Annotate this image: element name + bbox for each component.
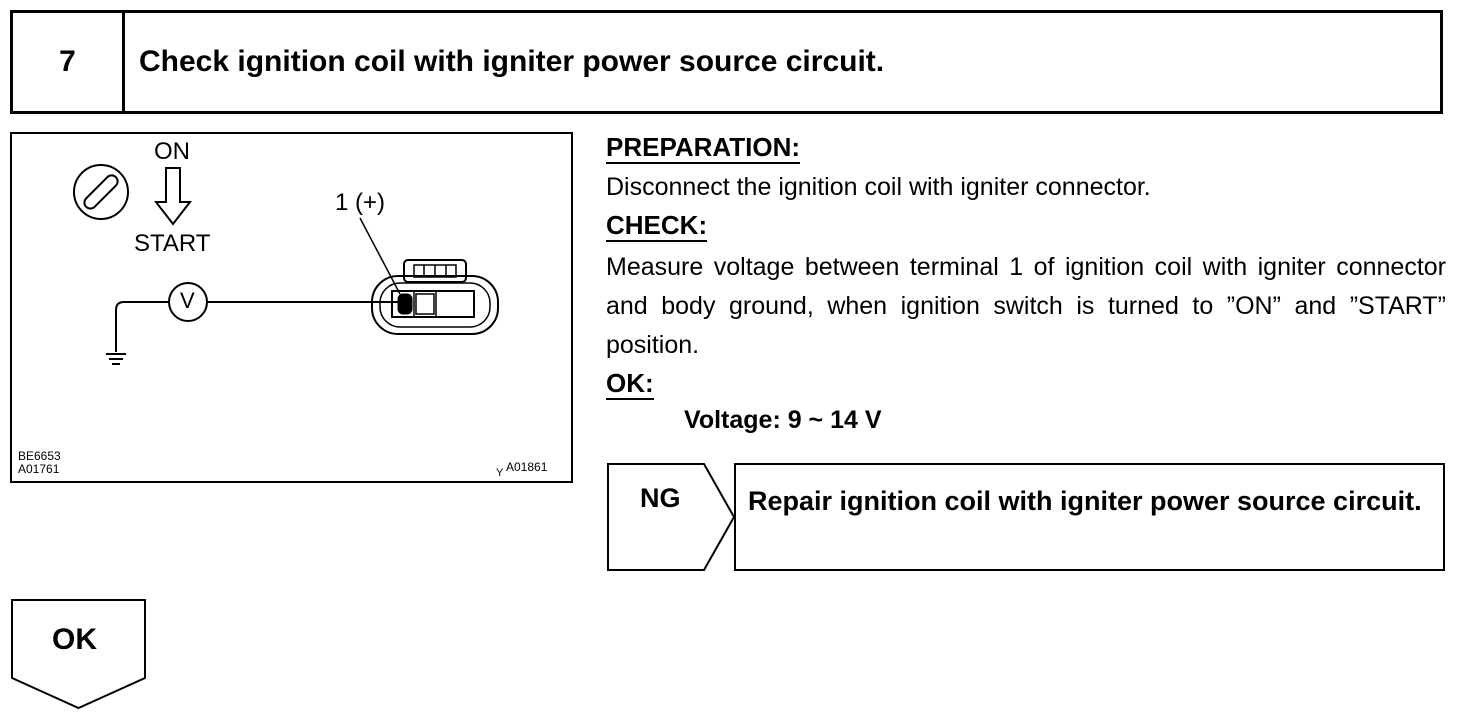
preparation-heading: PREPARATION: (606, 132, 801, 164)
figure-code-prefix: Y (496, 467, 504, 479)
figure-code-1: BE6653 (18, 449, 61, 463)
label-on: ON (154, 138, 190, 165)
ng-tag-shape (607, 463, 736, 571)
figure-code-3: A01861 (506, 460, 548, 474)
step-number: 7 (13, 13, 125, 111)
ignition-key-icon (73, 164, 129, 220)
voltage-spec: Voltage: 9 ~ 14 V (684, 406, 882, 434)
step-title: Check ignition coil with igniter power s… (139, 45, 885, 78)
ground-symbol-icon (106, 353, 126, 365)
ok-tag-shape (11, 599, 146, 710)
ng-action-box (734, 463, 1445, 571)
check-text: Measure voltage between terminal 1 of ig… (606, 253, 1446, 359)
wiring-figure: ON START 1 (+) V BE6653 A01761 Y A01861 (10, 132, 573, 483)
preparation-text: Disconnect the ignition coil with ignite… (606, 173, 1151, 201)
label-terminal: 1 (+) (335, 189, 386, 216)
ng-action-text: Repair ignition coil with igniter power … (748, 486, 1422, 516)
check-heading: CHECK: (606, 210, 708, 242)
figure-code-2: A01761 (18, 462, 60, 476)
down-arrow-icon (153, 167, 193, 226)
ok-label: OK (52, 623, 97, 656)
meter-symbol: V (180, 288, 195, 313)
wiring-diagram (73, 164, 499, 365)
label-start: START (134, 230, 211, 257)
ng-label: NG (640, 483, 681, 513)
ok-heading: OK: (606, 368, 654, 400)
igniter-connector-icon (371, 259, 499, 335)
step-header: 7 Check ignition coil with igniter power… (10, 10, 1443, 114)
